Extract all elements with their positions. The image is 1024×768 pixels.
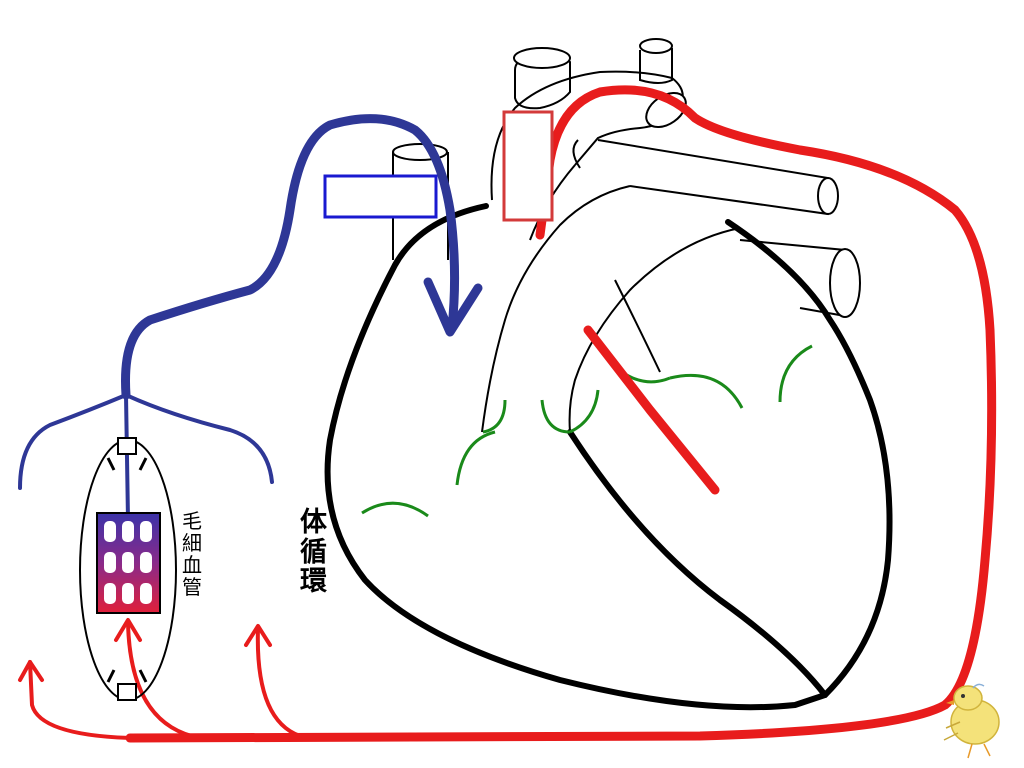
- capillary-label-char: 毛: [182, 509, 202, 533]
- systemic-circulation-label: 体 循 環: [300, 508, 327, 597]
- heart-outline: [324, 203, 893, 711]
- systemic-label-char: 循: [300, 536, 327, 568]
- capillary-element: [79, 437, 177, 701]
- capillary-label: 毛 細 血 管: [182, 510, 202, 598]
- vein-path: [18, 114, 483, 522]
- chick-mascot-icon: [943, 683, 1000, 759]
- capillary-label-char: 細: [182, 531, 202, 555]
- aortic-arch-outline: [392, 38, 861, 433]
- systemic-label-char: 体: [300, 507, 327, 538]
- artery-path: [18, 85, 997, 743]
- capillary-label-char: 血: [182, 553, 202, 577]
- artery-label-box[interactable]: [502, 110, 554, 222]
- valve-arcs: [361, 344, 813, 518]
- systemic-label-char: 環: [300, 566, 327, 598]
- vein-label-box[interactable]: [323, 174, 438, 219]
- capillary-label-char: 管: [182, 575, 202, 599]
